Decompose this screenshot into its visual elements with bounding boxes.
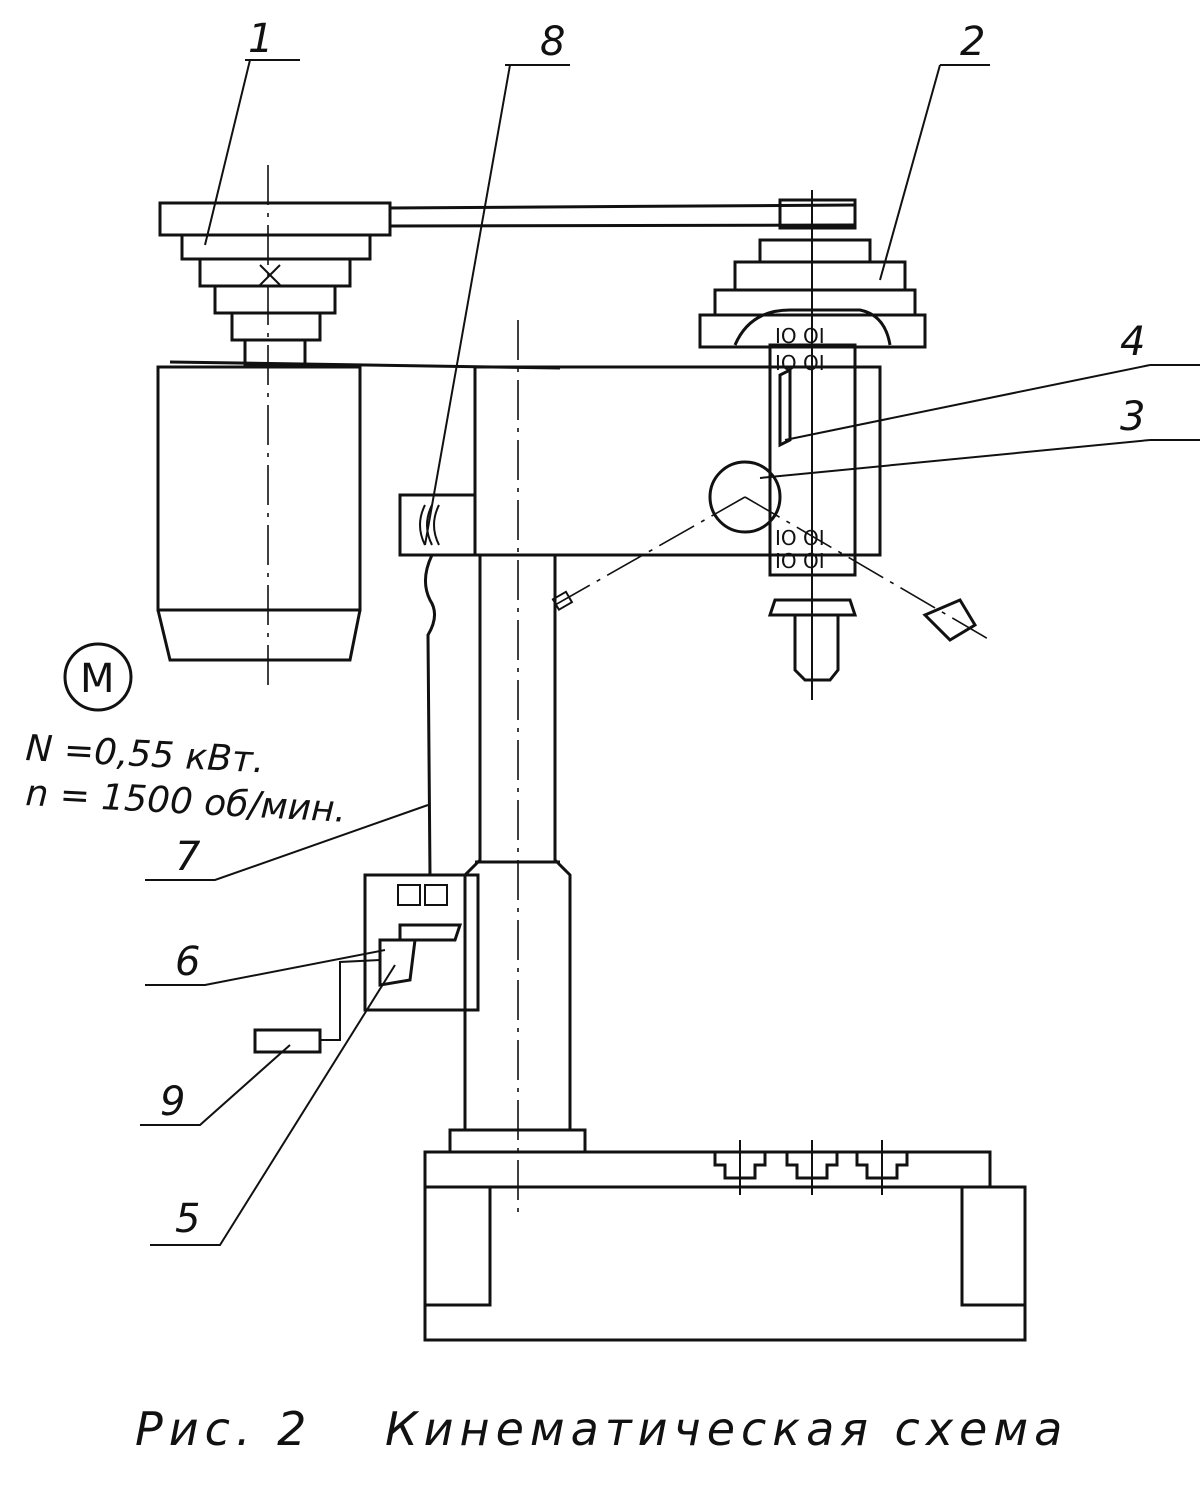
base-table (423, 1128, 1027, 1342)
figure-number: Рис. 2 (135, 1402, 312, 1456)
motor-power: N =0,55 кВт. (25, 728, 266, 781)
leader-lines (140, 59, 1200, 1246)
svg-text:IO OI: IO OI (775, 324, 825, 348)
label-1: 1 (248, 16, 273, 62)
svg-text:IO OI: IO OI (775, 549, 825, 573)
label-2: 2 (960, 19, 985, 65)
belt-drive (158, 198, 857, 237)
label-7: 7 (175, 834, 201, 880)
label-3: 3 (1120, 394, 1145, 440)
label-9: 9 (160, 1079, 185, 1125)
motor-speed: n = 1500 об/мин. (25, 773, 348, 831)
motor-stepped-pulley (180, 233, 372, 366)
svg-text:IO OI: IO OI (775, 351, 825, 375)
handwheel-handle (253, 1028, 322, 1054)
drill-head (398, 365, 882, 557)
spindle-assembly: IO OI IO OI IO OI IO OI (551, 190, 991, 700)
motor-symbol-circle (63, 642, 133, 712)
motor-symbol: M (80, 656, 115, 702)
label-4: 4 (1120, 319, 1145, 365)
column (424, 320, 572, 1220)
feed-box (253, 873, 480, 1054)
label-8: 8 (540, 19, 565, 65)
label-5: 5 (175, 1196, 200, 1242)
label-6: 6 (175, 939, 200, 985)
electric-motor (156, 360, 561, 662)
figure-title: Кинематическая схема (385, 1402, 1068, 1456)
